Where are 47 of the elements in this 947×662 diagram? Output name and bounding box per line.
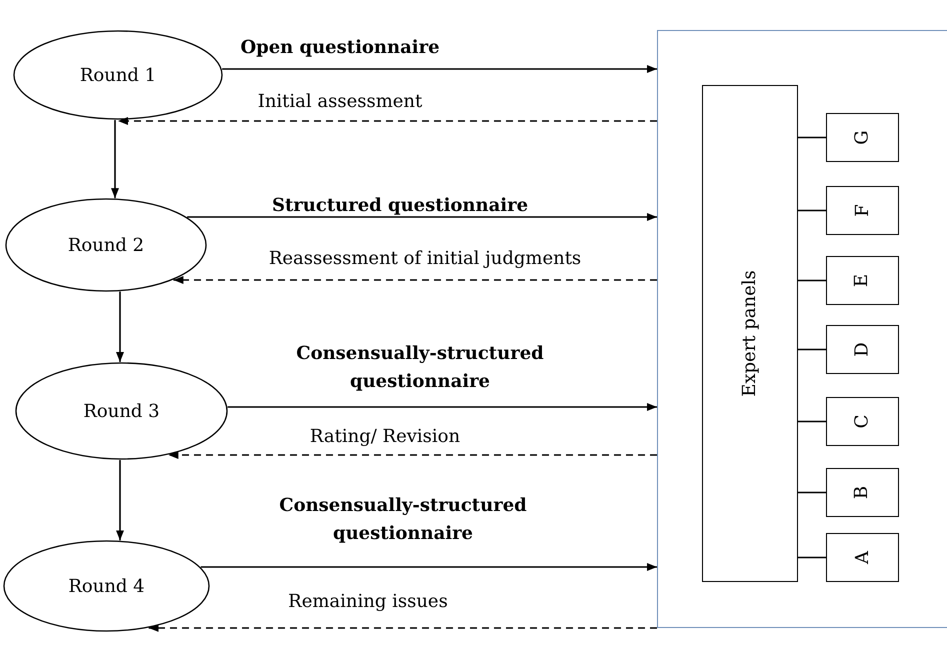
arrow [111, 120, 119, 198]
arrow [200, 563, 657, 571]
arrow [168, 451, 657, 459]
panel-letter: E [852, 273, 872, 287]
panel-letter: C [852, 414, 872, 428]
panel-box [826, 532, 898, 582]
connector-line [798, 492, 826, 494]
panel-box [826, 396, 898, 446]
arrow [116, 292, 124, 362]
connector-line [798, 136, 826, 138]
edge-label: Open questionnaire [239, 36, 441, 60]
edge-label: Consensually-structured questionnaire [295, 342, 545, 394]
panel-box [826, 256, 898, 304]
edge-label: Initial assessment [256, 90, 424, 114]
expert-panels-box [702, 84, 798, 582]
edge-label: Rating/ Revision [308, 425, 462, 449]
edge-label: Remaining issues [287, 590, 449, 614]
connector-line [798, 348, 826, 350]
panel-box [826, 324, 898, 374]
connector-line [798, 280, 826, 282]
expert-area-frame [657, 30, 947, 628]
panel-letter: D [852, 342, 872, 356]
arrow [228, 403, 657, 411]
arrow [173, 276, 657, 284]
connector-line [798, 420, 826, 422]
arrow [222, 65, 657, 73]
panel-box [826, 468, 898, 516]
panel-box [826, 112, 898, 162]
edge-label: Reassessment of initial judgments [268, 247, 582, 271]
edge-label: Consensually-structured questionnaire [278, 494, 528, 546]
round-label: Round 1 [80, 64, 156, 86]
connector-line [798, 556, 826, 558]
panel-letter: G [852, 130, 872, 144]
arrow [118, 117, 657, 125]
panel-letter: F [852, 204, 872, 216]
arrow [187, 213, 657, 221]
edge-label: Structured questionnaire [270, 194, 530, 218]
round-label: Round 4 [68, 576, 145, 596]
panel-letter: A [852, 550, 872, 564]
panel-label: Expert panels [739, 270, 760, 396]
arrow [116, 460, 124, 540]
round-label: Round 2 [68, 234, 144, 256]
arrow [148, 624, 657, 632]
round-label: Round 3 [83, 400, 160, 422]
panel-box [826, 186, 898, 234]
connector-line [798, 210, 826, 212]
panel-letter: B [852, 485, 872, 499]
